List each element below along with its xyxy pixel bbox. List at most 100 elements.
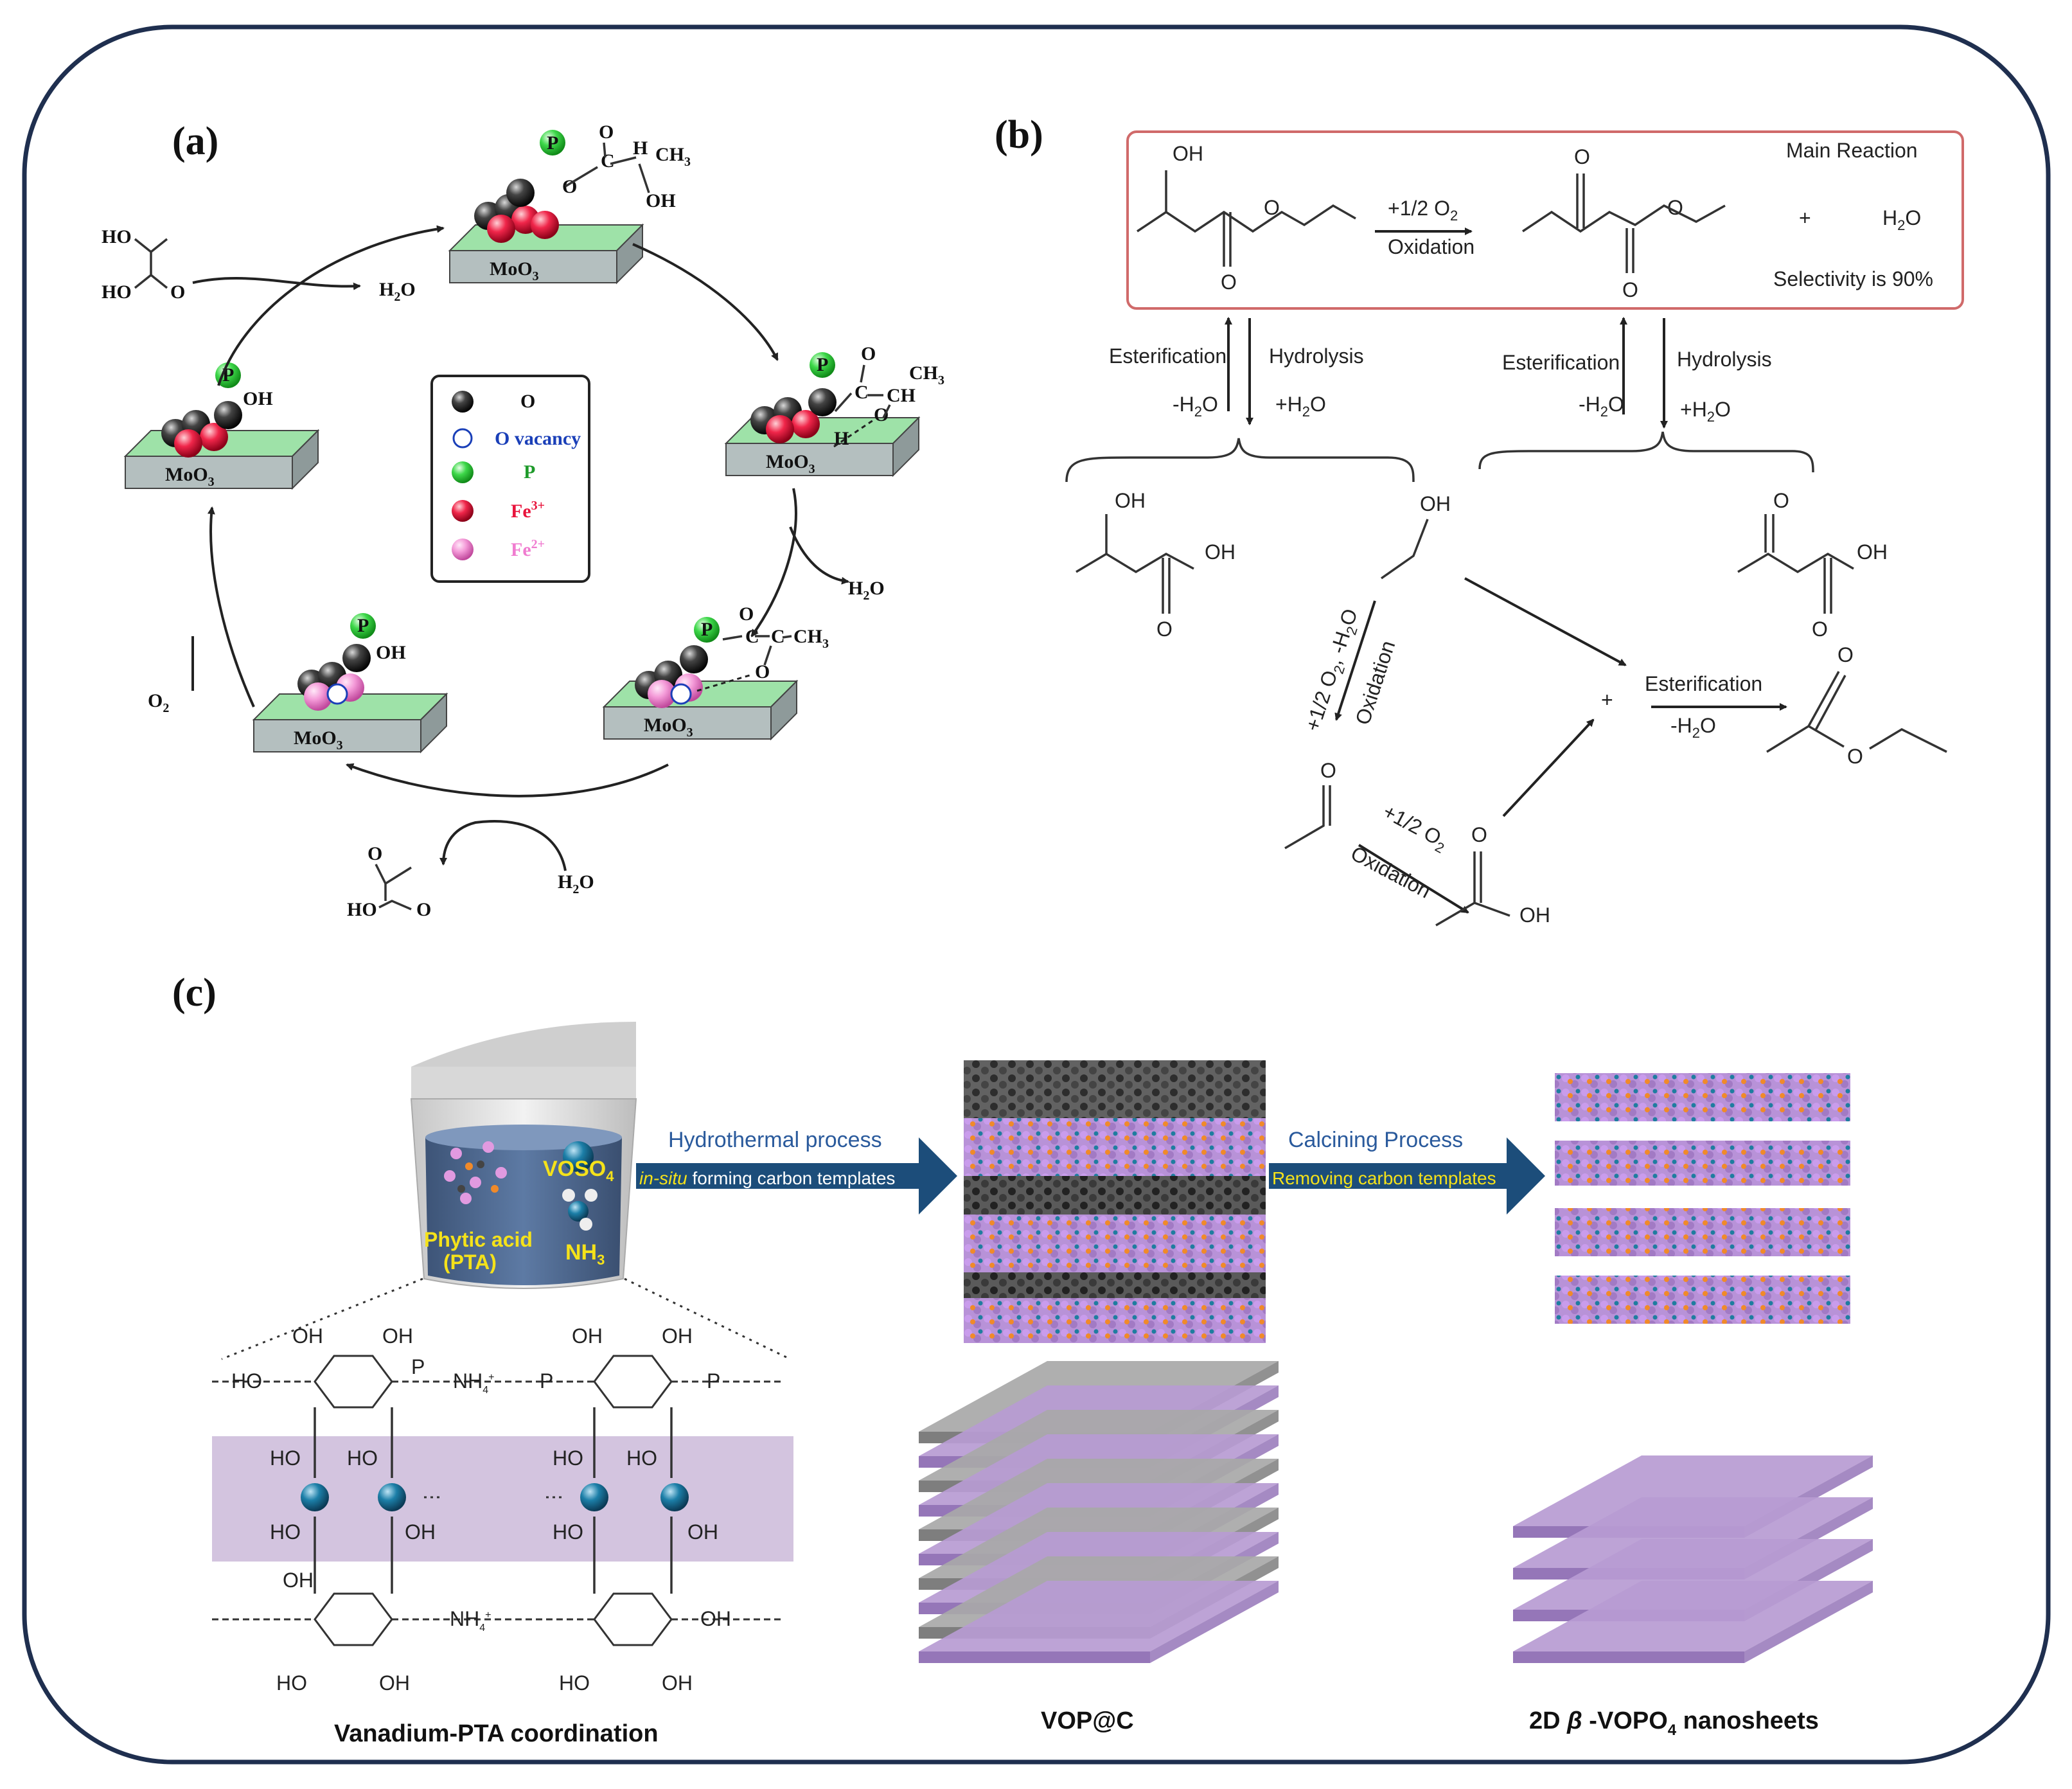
svg-text:+1/2 O2: +1/2 O2 (1388, 197, 1458, 224)
svg-text:OH: OH (662, 1324, 693, 1348)
svg-text:H2O: H2O (1882, 206, 1921, 233)
svg-text:CH3: CH3 (909, 362, 944, 387)
panel-c-label: (c) (172, 971, 217, 1015)
svg-text:NH4+: NH4+ (453, 1369, 494, 1396)
svg-text:Calcining Process: Calcining Process (1288, 1128, 1463, 1152)
svg-text:OH: OH (283, 1569, 314, 1592)
svg-text:-H2O: -H2O (1173, 393, 1218, 420)
svg-text:HO: HO (102, 281, 132, 303)
svg-text:O: O (1471, 823, 1487, 846)
svg-text:(PTA): (PTA) (443, 1251, 497, 1274)
svg-text:HO: HO (347, 1446, 378, 1470)
svg-text:NH4+: NH4+ (450, 1607, 491, 1633)
svg-text:O: O (1622, 278, 1638, 301)
svg-text:P: P (707, 1369, 720, 1393)
svg-text:O: O (1837, 643, 1854, 666)
vopo4-sheet-stack (1513, 1455, 1873, 1663)
svg-text:HO: HO (270, 1520, 301, 1544)
svg-text:OH: OH (646, 190, 676, 211)
svg-text:Hydrolysis: Hydrolysis (1269, 344, 1364, 368)
svg-text:OH: OH (1519, 903, 1550, 927)
vopo4-lattice (1555, 1073, 1850, 1324)
state-left: MoO3 P (123, 362, 320, 490)
vial-reagent-voso4: VOSO4 (543, 1157, 614, 1184)
svg-text:H2O: H2O (558, 871, 594, 896)
a-top-o: O (562, 176, 577, 197)
state-bottom-left: MoO3 P (252, 613, 448, 754)
svg-text:Selectivity is 90%: Selectivity is 90% (1773, 267, 1933, 290)
svg-text:HO: HO (553, 1446, 583, 1470)
svg-text:H: H (633, 138, 648, 159)
svg-text:OH: OH (405, 1520, 436, 1544)
svg-text:+: + (1799, 206, 1811, 229)
svg-text:Hydrothermal process: Hydrothermal process (668, 1128, 882, 1152)
svg-text:H: H (834, 428, 849, 449)
svg-text:O: O (599, 121, 614, 143)
svg-text:HO: HO (553, 1520, 583, 1544)
svg-text:OH: OH (687, 1520, 718, 1544)
svg-text:OH: OH (662, 1671, 693, 1695)
svg-text:O: O (520, 391, 535, 412)
svg-text:H2O: H2O (379, 279, 416, 304)
state-right-lower: MoO3 P (602, 617, 799, 741)
svg-text:Oxidation: Oxidation (1388, 235, 1474, 258)
svg-text:-H2O: -H2O (1670, 714, 1716, 741)
svg-text:O: O (861, 343, 876, 364)
svg-text:OH: OH (243, 388, 273, 409)
svg-text:O: O (1320, 759, 1336, 782)
svg-text:MoO3: MoO3 (294, 727, 343, 752)
sheet-layer (1513, 1455, 1873, 1526)
sheet-layer-edge (919, 1651, 1150, 1663)
svg-text:HO: HO (559, 1671, 590, 1695)
sheet-layer (1513, 1539, 1873, 1610)
svg-text:P: P (547, 132, 558, 154)
svg-text:O: O (367, 843, 382, 864)
vop-c-sheet-stack (919, 1361, 1279, 1663)
panel-a: (a) MoO3 P O C H CH3 OH O MoO3 (102, 120, 944, 920)
svg-text:O: O (1812, 618, 1828, 641)
svg-text:Esterification: Esterification (1502, 351, 1620, 374)
svg-text:O: O (170, 281, 185, 303)
svg-text:+: + (1601, 688, 1613, 711)
svg-text:P: P (357, 615, 369, 636)
svg-text:HO: HO (270, 1446, 301, 1470)
svg-text:OH: OH (1173, 142, 1203, 165)
svg-text:P: P (701, 619, 713, 640)
main-reaction-box (1126, 130, 1964, 310)
svg-text:O: O (1156, 618, 1173, 641)
svg-text:OH: OH (382, 1324, 413, 1348)
svg-text:Fe2+: Fe2+ (511, 537, 545, 560)
svg-text:in-situ forming carbon templat: in-situ forming carbon templates (639, 1168, 895, 1188)
svg-text:OH: OH (1205, 540, 1235, 564)
svg-text:MoO3: MoO3 (644, 715, 693, 740)
calcining-arrow: Calcining Process Removing carbon templa… (1269, 1128, 1545, 1215)
panel-b-label: (b) (995, 113, 1043, 157)
svg-text:HO: HO (102, 226, 132, 247)
svg-text:P: P (411, 1355, 425, 1378)
svg-text:O: O (1574, 145, 1590, 168)
state-right-upper: MoO3 P H (724, 352, 921, 477)
svg-text:OH: OH (1857, 540, 1888, 564)
svg-text:Esterification: Esterification (1645, 672, 1762, 695)
svg-text:P: P (817, 354, 828, 375)
sheet-layer-edge (1513, 1651, 1744, 1663)
panel-c: (c) VOSO4 Phytic acid (PTA) NH3 Hydrothe… (172, 971, 1873, 1747)
svg-text:+H2O: +H2O (1680, 398, 1731, 425)
svg-text:OH: OH (292, 1324, 323, 1348)
hydrothermal-arrow: Hydrothermal process in-situ forming car… (636, 1128, 957, 1215)
svg-text:+H2O: +H2O (1275, 393, 1326, 420)
svg-text:MoO3: MoO3 (165, 464, 215, 489)
substrate-label: MoO3 (490, 258, 539, 283)
svg-text:OH: OH (1420, 492, 1451, 515)
svg-text:O: O (874, 404, 889, 425)
sheet-layer-side (1150, 1581, 1279, 1663)
vial-reagent-pta: Phytic acid (424, 1228, 533, 1251)
svg-text:HO: HO (276, 1671, 307, 1695)
svg-text:O vacancy: O vacancy (495, 428, 581, 449)
svg-text:O: O (1773, 489, 1789, 512)
svg-text:Esterification: Esterification (1109, 344, 1226, 368)
svg-text:O2: O2 (148, 690, 169, 715)
state-top: MoO3 P (448, 130, 644, 285)
svg-text:Main Reaction: Main Reaction (1786, 139, 1918, 162)
